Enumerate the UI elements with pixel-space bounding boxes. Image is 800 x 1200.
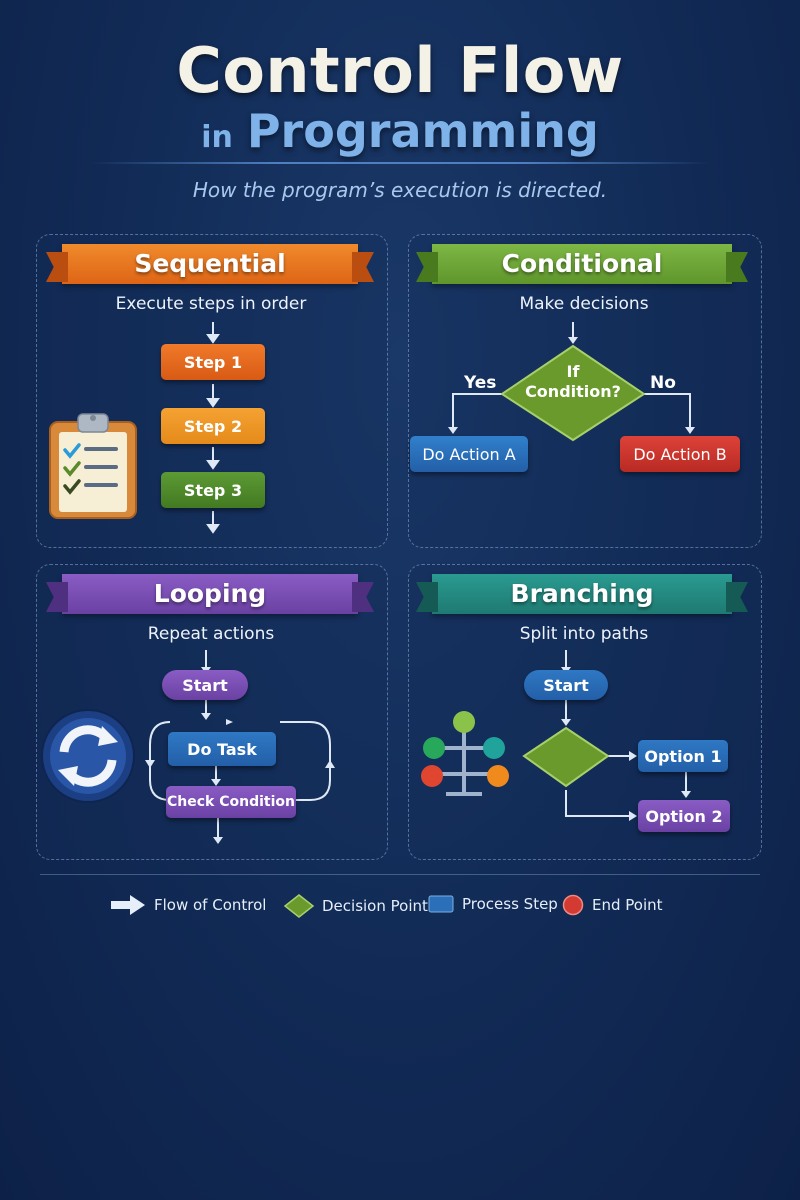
page-subtitle: in Programming <box>0 104 800 158</box>
looping-ribbon-tail-right <box>352 582 374 612</box>
conditional-description: Make decisions <box>519 294 649 314</box>
option-2-box: Option 2 <box>638 800 730 832</box>
tagline: How the program’s execution is directed. <box>192 178 608 202</box>
legend-process-label: Process Step <box>462 895 558 913</box>
conditional-ribbon: Conditional <box>432 244 732 284</box>
sequential-description: Execute steps in order <box>115 294 307 314</box>
step-2-box: Step 2 <box>161 408 265 444</box>
legend-flow-label: Flow of Control <box>154 896 267 914</box>
flow-arrow-icon <box>111 895 145 915</box>
looping-ribbon-tail-left <box>46 582 68 612</box>
step-1-label: Step 1 <box>183 352 243 372</box>
action-a-box: Do Action A <box>410 436 528 472</box>
legend-decision-label: Decision Point <box>322 897 428 915</box>
branch-start-label: Start <box>543 675 589 695</box>
step-2-label: Step 2 <box>183 416 243 436</box>
loop-start-label: Start <box>182 675 228 695</box>
branch-start-pill: Start <box>524 670 608 700</box>
branching-ribbon-tail-left <box>416 582 438 612</box>
condition-label: Condition? <box>525 382 621 401</box>
legend-divider <box>40 874 760 875</box>
clipboard-icon <box>49 413 137 519</box>
branching-description: Split into paths <box>519 624 649 644</box>
do-task-box: Do Task <box>168 732 276 766</box>
legend-end: End Point <box>562 894 663 916</box>
legend-decision: Decision Point <box>283 894 428 918</box>
sequential-ribbon-tail-right <box>352 252 374 282</box>
branching-ribbon: Branching <box>432 574 732 614</box>
action-b-box: Do Action B <box>620 436 740 472</box>
legend-end-label: End Point <box>592 896 663 914</box>
branching-ribbon-tail-right <box>726 582 748 612</box>
subtitle-in: in <box>201 120 233 155</box>
conditional-title: Conditional <box>501 249 663 278</box>
sequential-ribbon: Sequential <box>62 244 358 284</box>
no-label: No <box>650 373 676 393</box>
conditional-ribbon-tail-right <box>726 252 748 282</box>
looping-ribbon: Looping <box>62 574 358 614</box>
legend-flow: Flow of Control <box>110 894 266 916</box>
option-2-label: Option 2 <box>645 806 723 826</box>
condition-text: If Condition? <box>513 362 633 402</box>
option-1-box: Option 1 <box>638 740 728 772</box>
condition-if: If <box>566 362 580 381</box>
looping-title: Looping <box>153 579 267 608</box>
option-1-label: Option 1 <box>644 746 722 766</box>
step-1-box: Step 1 <box>161 344 265 380</box>
branching-title: Branching <box>510 579 654 608</box>
check-condition-label: Check Condition <box>167 794 295 810</box>
page-title: Control Flow <box>176 34 624 107</box>
loop-start-pill: Start <box>162 670 248 700</box>
legend: Flow of Control Decision Point Process S… <box>0 894 800 918</box>
subtitle-main: Programming <box>246 104 599 158</box>
title-divider <box>90 162 710 164</box>
conditional-ribbon-tail-left <box>416 252 438 282</box>
step-3-label: Step 3 <box>183 480 243 500</box>
yes-label: Yes <box>464 373 497 393</box>
action-b-label: Do Action B <box>633 444 727 464</box>
do-task-label: Do Task <box>187 739 257 759</box>
looping-description: Repeat actions <box>147 624 275 644</box>
end-point-icon <box>562 894 584 916</box>
check-condition-box: Check Condition <box>166 786 296 818</box>
loop-refresh-icon <box>41 709 135 803</box>
step-3-box: Step 3 <box>161 472 265 508</box>
legend-process: Process Step <box>428 894 558 914</box>
sequential-ribbon-tail-left <box>46 252 68 282</box>
action-a-label: Do Action A <box>422 444 516 464</box>
sequential-title: Sequential <box>134 249 286 278</box>
decision-diamond-icon <box>283 894 315 918</box>
process-square-icon <box>428 895 454 913</box>
branch-tree-icon <box>421 711 509 796</box>
